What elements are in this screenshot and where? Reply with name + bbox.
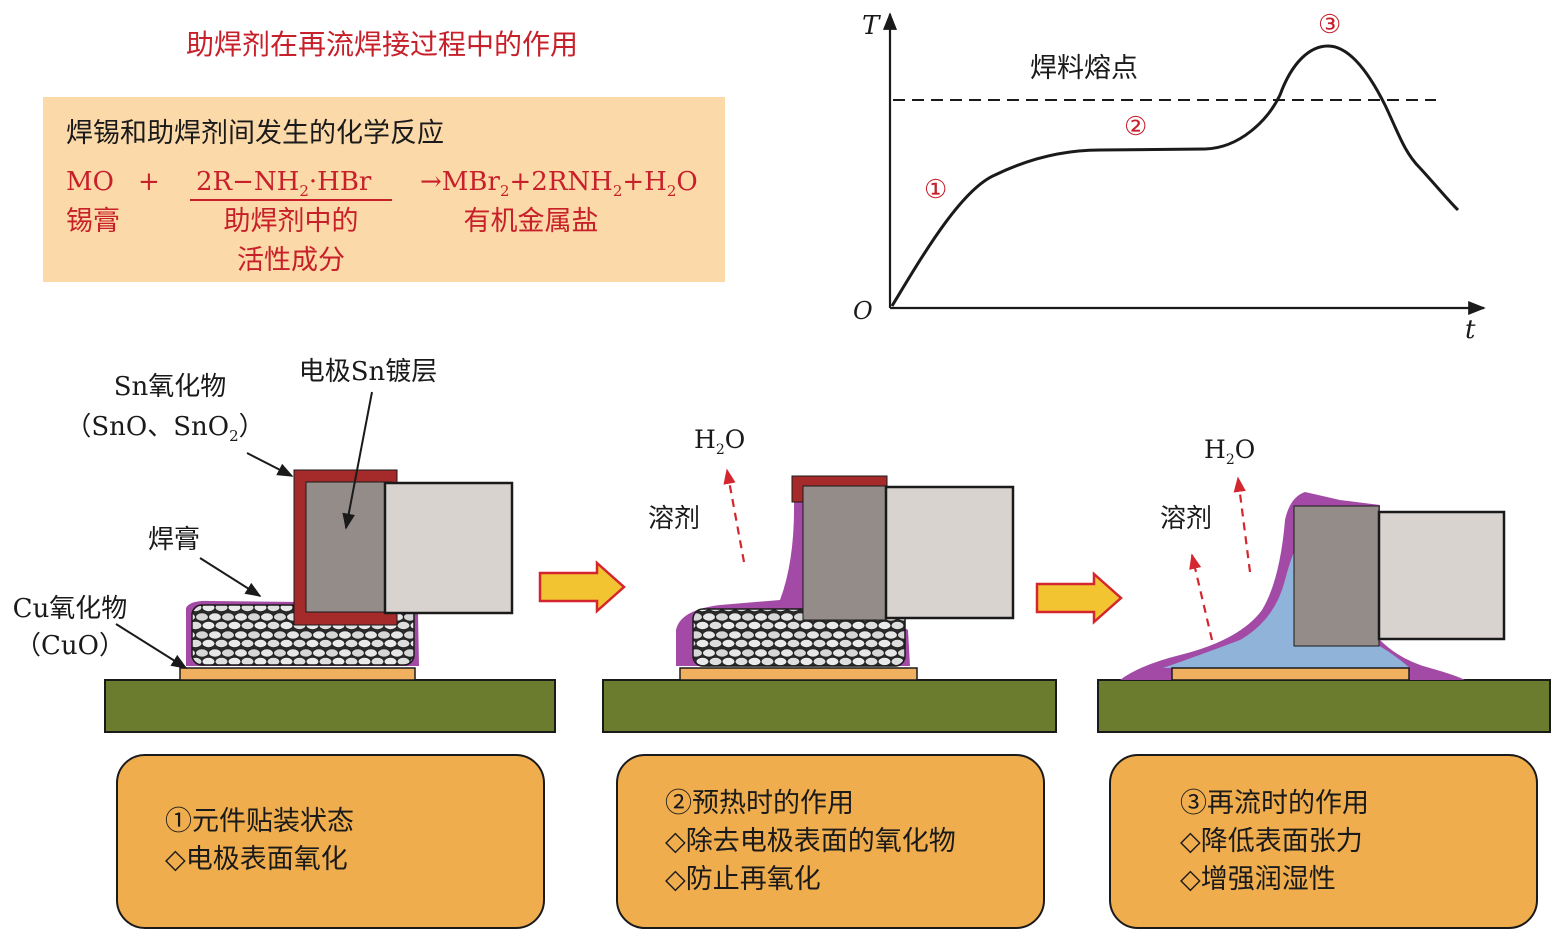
cu-oxide-formula: （CuO）	[15, 631, 125, 661]
reactant-mo: MO	[66, 167, 114, 197]
paste-pointer	[199, 557, 262, 597]
solvent-label: 溶剂	[1160, 504, 1212, 534]
reaction-arrow: →	[420, 167, 442, 197]
product-d: O	[676, 167, 697, 197]
molten-solder	[1163, 540, 1410, 668]
h2o-b: O	[725, 425, 746, 454]
activator-sub: 2	[299, 182, 309, 200]
mo-label: 锡膏	[66, 206, 120, 237]
sn-oxide-formula-sub: 2	[229, 427, 239, 445]
paste-label: 焊膏	[148, 525, 200, 555]
explanation-box-3: ③再流时的作用 ◇降低表面张力 ◇增强润湿性	[1109, 754, 1538, 929]
activator-label-1: 助焊剂中的	[224, 206, 359, 237]
y-axis-label: T	[862, 11, 881, 41]
box-line-2: ◇降低表面张力	[1180, 826, 1363, 857]
h2o-a: H	[694, 425, 716, 454]
activator-formula: 2R−NH2·HBr	[196, 167, 372, 200]
box-bg	[116, 754, 545, 929]
product-b-sub: 2	[613, 182, 623, 200]
box-line-3: ◇增强润湿性	[1180, 864, 1336, 895]
electrode-pointer	[342, 391, 373, 530]
x-axis-label: t	[1465, 315, 1476, 345]
h2o-sub: 2	[1226, 452, 1235, 468]
box-line-1: ③再流时的作用	[1180, 788, 1369, 819]
component-body	[1377, 510, 1506, 641]
cu-oxide-label: Cu氧化物	[13, 594, 128, 624]
reaction-heading: 焊锡和助焊剂间发生的化学反应	[66, 118, 444, 149]
reactant-plus: +	[138, 167, 160, 197]
cu-pad	[179, 667, 416, 681]
stage-1-marker: ①	[924, 175, 947, 205]
stage-1-scene: Sn氧化物 （SnO、SnO2） 电极Sn镀层 焊膏 Cu氧化物 （CuO）	[13, 357, 556, 733]
cu-pad	[1171, 667, 1410, 681]
h2o-label: H2O	[1204, 435, 1255, 468]
page-title: 助焊剂在再流焊接过程中的作用	[186, 28, 578, 61]
temperature-curve	[890, 44, 1460, 307]
sn-plated-electrode	[305, 481, 392, 613]
product-c-sub: 2	[667, 182, 677, 200]
stage-2-scene: H2O 溶剂	[602, 425, 1057, 733]
pcb-board	[602, 679, 1057, 733]
sn-plated-electrode	[802, 484, 887, 621]
stage-3-scene: H2O 溶剂	[1097, 435, 1551, 733]
transition-arrow-2	[1035, 571, 1123, 625]
box-bg	[1109, 754, 1538, 929]
box-line-2: ◇电极表面氧化	[165, 844, 348, 875]
sn-oxide-remnant	[791, 475, 888, 503]
pcb-board	[104, 679, 556, 733]
product-label: 有机金属盐	[464, 206, 599, 237]
vapor-arrow-1	[1233, 476, 1252, 573]
sn-oxide-pointer	[246, 452, 294, 477]
transition-arrow-1	[538, 560, 626, 614]
solder-paste	[692, 608, 906, 667]
vapor-arrow	[723, 468, 746, 563]
vapor-arrow-2	[1189, 553, 1214, 641]
sn-oxide-formula: （SnO、SnO2）	[65, 412, 264, 445]
h2o-a: H	[1204, 435, 1226, 464]
component-body	[884, 485, 1015, 620]
product-c: +H	[622, 167, 666, 197]
solvent-label: 溶剂	[648, 504, 700, 534]
pcb-board	[1097, 679, 1551, 733]
activator-rest: ·HBr	[309, 167, 372, 197]
electrode-label: 电极Sn镀层	[299, 357, 438, 387]
h2o-sub: 2	[716, 442, 725, 458]
sn-oxide-formula-a: （SnO、SnO	[65, 412, 229, 442]
box-bg	[616, 754, 1045, 929]
cu-oxide-pointer	[115, 623, 188, 669]
activator-label-2: 活性成分	[237, 245, 345, 276]
product-formula: →MBr2+2RNH2+H2O	[420, 167, 698, 200]
reaction-panel: 焊锡和助焊剂间发生的化学反应 MO + 2R−NH2·HBr →MBr2+2RN…	[43, 97, 725, 282]
stage-2-marker: ②	[1124, 112, 1147, 142]
temperature-profile: T t O 焊料熔点 ① ② ③	[853, 10, 1486, 345]
stage-3-marker: ③	[1318, 10, 1341, 40]
sn-oxide-formula-b: ）	[239, 412, 265, 442]
sn-oxide-label: Sn氧化物	[114, 372, 227, 402]
melting-point-label: 焊料熔点	[1030, 53, 1138, 84]
box-line-1: ②预热时的作用	[665, 788, 854, 819]
box-line-1: ①元件贴装状态	[165, 806, 354, 837]
explanation-box-1: ①元件贴装状态 ◇电极表面氧化	[116, 754, 545, 929]
product-b: +2RNH	[510, 167, 613, 197]
product-a-sub: 2	[500, 182, 510, 200]
box-line-2: ◇除去电极表面的氧化物	[665, 826, 956, 857]
reaction-panel-bg	[43, 97, 725, 282]
product-a: MBr	[442, 167, 501, 197]
activator-main: 2R−NH	[196, 167, 299, 197]
origin-label: O	[853, 297, 873, 325]
h2o-label: H2O	[694, 425, 745, 458]
sn-plated-electrode	[1293, 505, 1380, 647]
component-body	[383, 481, 514, 615]
box-line-3: ◇防止再氧化	[665, 864, 821, 895]
cu-pad	[679, 667, 918, 681]
h2o-b: O	[1235, 435, 1256, 464]
explanation-box-2: ②预热时的作用 ◇除去电极表面的氧化物 ◇防止再氧化	[616, 754, 1045, 929]
